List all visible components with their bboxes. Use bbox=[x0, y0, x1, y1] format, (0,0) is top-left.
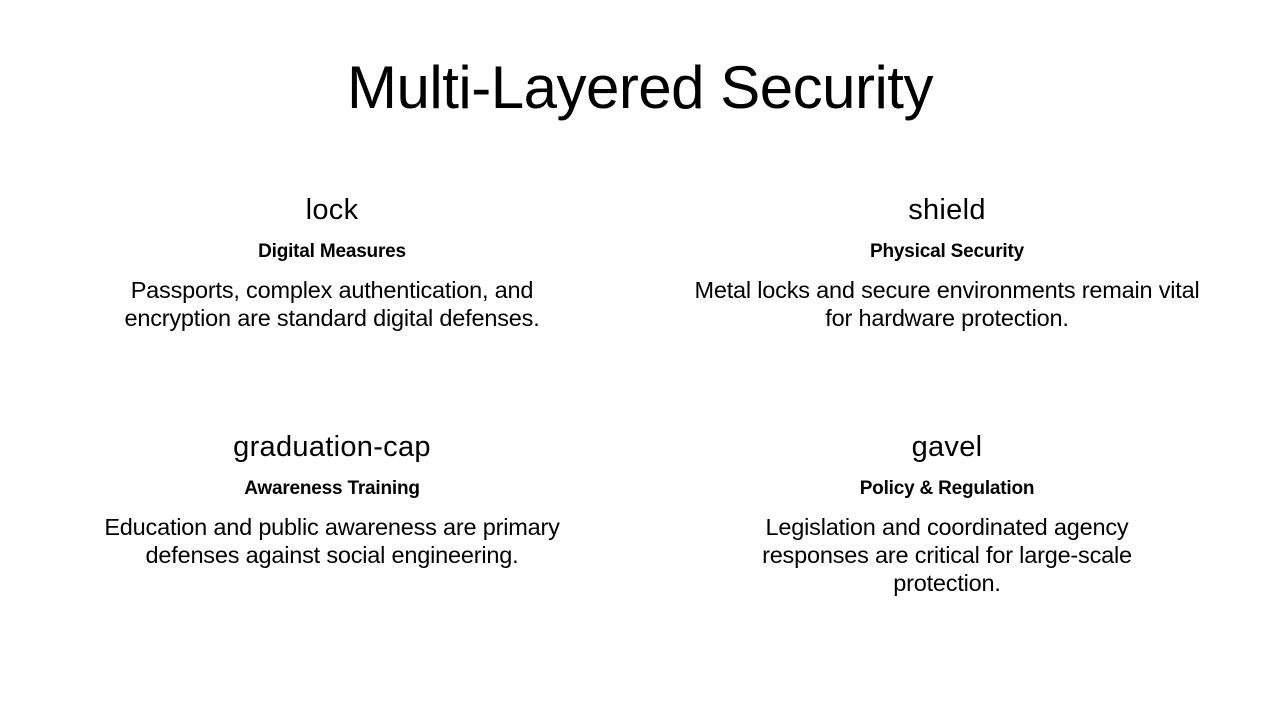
card-description: Metal locks and secure environments rema… bbox=[694, 277, 1200, 331]
card-heading: Digital Measures bbox=[258, 241, 406, 262]
card-policy-regulation: gavel Policy & Regulation Legislation an… bbox=[688, 429, 1206, 597]
card-description: Legislation and coordinated agency respo… bbox=[762, 514, 1132, 596]
card-digital-measures: lock Digital Measures Passports, complex… bbox=[72, 192, 592, 332]
graduation-cap-icon: graduation-cap bbox=[233, 431, 431, 463]
lock-icon: lock bbox=[305, 194, 359, 226]
slide-title: Multi-Layered Security bbox=[347, 54, 933, 121]
card-heading: Awareness Training bbox=[244, 478, 420, 499]
card-heading: Policy & Regulation bbox=[859, 478, 1035, 499]
card-awareness-training: graduation-cap Awareness Training Educat… bbox=[72, 429, 592, 569]
card-description: Passports, complex authentication, and e… bbox=[124, 277, 540, 331]
shield-icon: shield bbox=[908, 194, 986, 226]
gavel-icon: gavel bbox=[911, 431, 983, 463]
card-description: Education and public awareness are prima… bbox=[104, 514, 560, 568]
card-heading: Physical Security bbox=[870, 241, 1024, 262]
card-physical-security: shield Physical Security Metal locks and… bbox=[688, 192, 1206, 332]
